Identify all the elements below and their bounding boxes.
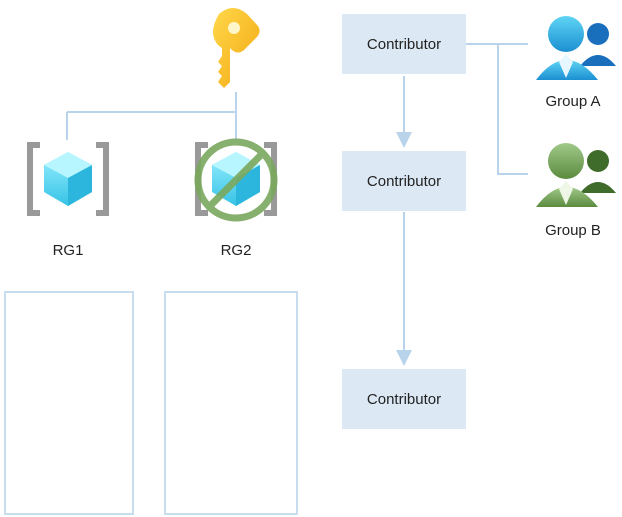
resource-group-icon-rg2[interactable] xyxy=(194,138,278,222)
resource-group-icon-rg1[interactable] xyxy=(27,142,109,216)
role-assignment-2[interactable]: Contributor xyxy=(342,151,466,211)
group-a-icon[interactable] xyxy=(536,16,616,80)
key-icon xyxy=(213,8,260,88)
role-label: Contributor xyxy=(366,390,442,408)
role-label: Contributor xyxy=(366,35,442,53)
blocked-icon-rg2 xyxy=(194,138,278,222)
group-a-label: Group A xyxy=(545,93,601,110)
group-connector xyxy=(466,43,528,175)
role-label: Contributor xyxy=(366,172,442,190)
rg1-label: RG1 xyxy=(52,242,84,259)
group-b-label: Group B xyxy=(545,222,601,239)
role-assignment-3[interactable]: Contributor xyxy=(342,369,466,429)
connectors xyxy=(66,43,528,366)
rg2-label: RG2 xyxy=(220,242,252,259)
role-assignment-1[interactable]: Contributor xyxy=(342,14,466,74)
key-connector xyxy=(66,92,237,140)
rg1-resources-box xyxy=(4,291,134,515)
group-b-icon[interactable] xyxy=(536,143,616,207)
rg2-resources-box xyxy=(164,291,298,515)
